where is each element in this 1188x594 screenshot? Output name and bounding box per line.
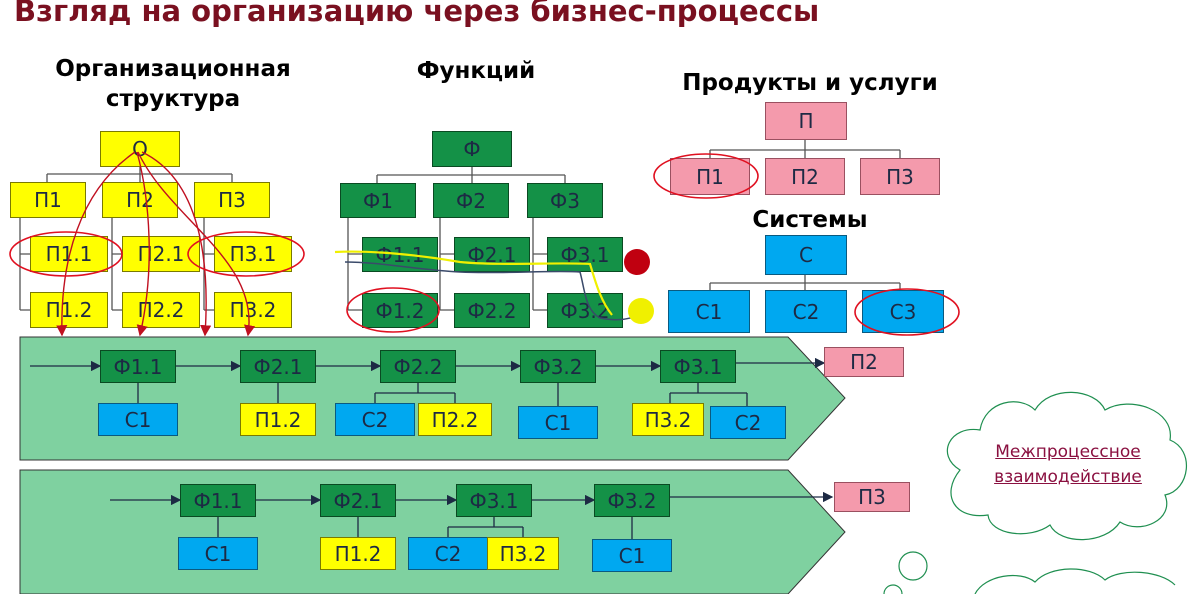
- system-box-c1: С1: [668, 290, 750, 333]
- process2-resource-c2: С2: [408, 537, 488, 570]
- process1-resource-c2b: С2: [710, 406, 786, 439]
- process1-step-f3-1: Ф3.1: [660, 350, 736, 383]
- process2-output-p3: П3: [834, 482, 910, 512]
- slide-title: Взгляд на организацию через бизнес-проце…: [14, 0, 820, 28]
- org-box-p3-1: П3.1: [214, 236, 292, 272]
- process2-step-f3-2: Ф3.2: [594, 484, 670, 517]
- functions-header: Функций: [416, 58, 536, 84]
- process1-step-f1-1: Ф1.1: [100, 350, 176, 383]
- process1-step-f2-2: Ф2.2: [380, 350, 456, 383]
- func-box-f1-2: Ф1.2: [362, 293, 438, 328]
- process1-resource-p2-2: П2.2: [418, 403, 492, 436]
- process1-resource-c1b: С1: [518, 406, 598, 439]
- org-structure-header: Организационная структура: [28, 54, 318, 114]
- system-box-c3: С3: [862, 290, 944, 333]
- process1-step-f2-1: Ф2.1: [240, 350, 316, 383]
- org-header-line2: структура: [105, 86, 241, 112]
- func-box-f2: Ф2: [433, 183, 509, 218]
- product-box-p2: П2: [765, 158, 845, 195]
- process1-resource-c2: С2: [335, 403, 415, 436]
- process1-resource-p3-2: П3.2: [632, 403, 704, 436]
- cloud-line1: Межпроцессное: [995, 442, 1141, 462]
- red-dot: [624, 249, 650, 275]
- func-box-f3: Ф3: [527, 183, 603, 218]
- process2-resource-p3-2: П3.2: [487, 537, 559, 570]
- cloud-line2: взаимодействие: [994, 467, 1142, 487]
- dark-path: [344, 261, 639, 321]
- cloud-shape: [883, 391, 1187, 594]
- product-box-p1: П1: [670, 158, 750, 195]
- func-box-f1: Ф1: [340, 183, 416, 218]
- org-box-p1-1: П1.1: [30, 236, 108, 272]
- yellow-dot: [628, 298, 654, 324]
- yellow-path: [334, 250, 613, 316]
- org-box-p1-2: П1.2: [30, 292, 108, 328]
- products-header: Продукты и услуги: [682, 70, 938, 96]
- process2-resource-p1-2: П1.2: [320, 537, 396, 570]
- cloud-label: Межпроцессное взаимодействие: [968, 440, 1168, 490]
- org-box-p3: П3: [194, 182, 270, 218]
- func-box-f2-2: Ф2.2: [454, 293, 530, 328]
- org-box-p2-1: П2.1: [122, 236, 200, 272]
- org-header-line1: Организационная: [55, 56, 291, 82]
- func-box-f1-1: Ф1.1: [362, 237, 438, 272]
- process2-resource-c1: С1: [178, 537, 258, 570]
- systems-header: Системы: [752, 207, 868, 233]
- process2-resource-c1b: С1: [592, 539, 672, 572]
- process2-step-f2-1: Ф2.1: [320, 484, 396, 517]
- highlight-ellipses: [9, 153, 960, 336]
- system-box-c2: С2: [765, 290, 847, 333]
- product-root-box: П: [765, 102, 847, 140]
- process1-resource-c1: С1: [98, 403, 178, 436]
- product-box-p3: П3: [860, 158, 940, 195]
- process1-step-f3-2: Ф3.2: [520, 350, 596, 383]
- process2-step-f3-1: Ф3.1: [456, 484, 532, 517]
- func-root-box: Ф: [432, 131, 512, 167]
- system-root-box: С: [765, 235, 847, 275]
- org-box-p2: П2: [102, 182, 178, 218]
- org-box-p3-2: П3.2: [214, 292, 292, 328]
- org-box-p1: П1: [10, 182, 86, 218]
- process2-step-f1-1: Ф1.1: [180, 484, 256, 517]
- process1-resource-p1-2: П1.2: [240, 403, 316, 436]
- process1-output-p2: П2: [824, 347, 904, 377]
- func-box-f2-1: Ф2.1: [454, 237, 530, 272]
